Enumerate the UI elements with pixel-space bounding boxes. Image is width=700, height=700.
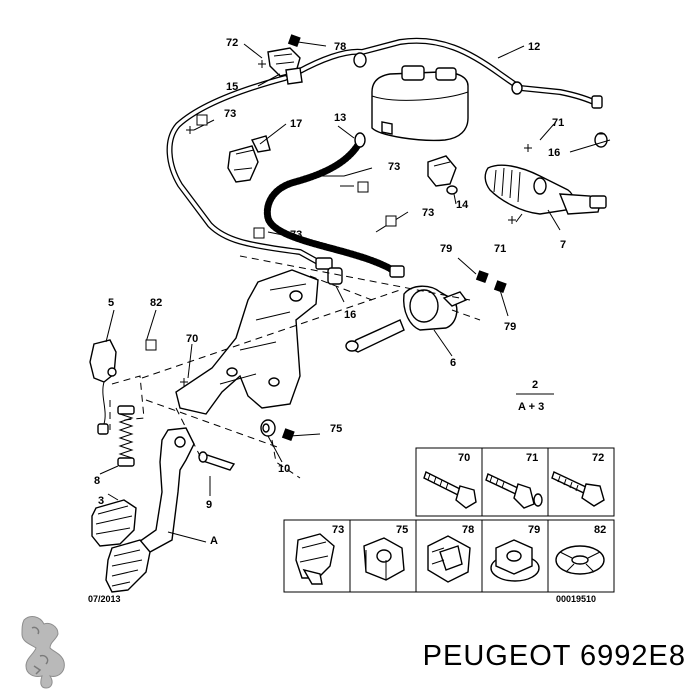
label-72: 72 xyxy=(226,37,238,49)
legend-label-75: 75 xyxy=(396,524,408,536)
label-82: 82 xyxy=(150,297,162,309)
legend-label-73: 73 xyxy=(332,524,344,536)
reinforced-hose-13 xyxy=(263,132,405,278)
label-73-c: 73 xyxy=(422,207,434,219)
marker-crosses xyxy=(180,60,532,386)
label-71-b: 71 xyxy=(494,243,506,255)
label-16-a: 16 xyxy=(548,147,560,159)
legend-label-71: 71 xyxy=(526,452,538,464)
assembly-dashed-lines xyxy=(109,255,481,479)
bush-10 xyxy=(260,419,276,437)
legend-row-1: 70 71 72 xyxy=(415,447,615,517)
flange-nut-79-icon xyxy=(490,539,540,582)
assembly-label-A-plus-3: A + 3 xyxy=(518,401,544,413)
label-13: 13 xyxy=(334,112,346,124)
nut-75-icon xyxy=(363,537,405,581)
label-79-b: 79 xyxy=(504,321,516,333)
date-code: 07/2013 xyxy=(88,594,121,604)
label-15: 15 xyxy=(226,81,238,93)
pin-9 xyxy=(198,451,236,471)
legend-label-70: 70 xyxy=(458,452,470,464)
reference-code: 00019510 xyxy=(556,594,596,604)
label-73-b: 73 xyxy=(388,161,400,173)
bolt-70-icon xyxy=(423,471,477,509)
hose-clip-17 xyxy=(227,135,271,183)
assembly-label-2: 2 xyxy=(532,379,538,391)
label-10: 10 xyxy=(278,463,290,475)
legend-label-72: 72 xyxy=(592,452,604,464)
screw-72-icon xyxy=(551,471,605,507)
label-71-a: 71 xyxy=(552,117,564,129)
marker-squares xyxy=(145,34,507,442)
fitting-16-top xyxy=(594,132,608,148)
clip-78-icon xyxy=(427,535,471,583)
return-spring-8 xyxy=(117,405,135,467)
label-79-a: 79 xyxy=(440,243,452,255)
legend-row-2: 73 75 78 79 82 xyxy=(283,519,615,593)
label-3: 3 xyxy=(98,495,104,507)
peugeot-lion-logo xyxy=(10,612,74,692)
bolt-71-icon xyxy=(485,473,543,509)
label-9: 9 xyxy=(206,499,212,511)
clip-73-icon xyxy=(295,533,335,585)
label-70: 70 xyxy=(186,333,198,345)
label-75: 75 xyxy=(330,423,342,435)
label-73-a: 73 xyxy=(224,108,236,120)
slave-cylinder-7 xyxy=(484,164,607,215)
brand-part-number: PEUGEOT 6992E8 xyxy=(422,640,686,672)
clutch-pipe-12 xyxy=(295,37,603,109)
clutch-pipe-lower xyxy=(166,75,333,270)
label-7: 7 xyxy=(560,239,566,251)
label-17: 17 xyxy=(290,118,302,130)
fitting-16-lower xyxy=(327,267,343,285)
label-16-b: 16 xyxy=(344,309,356,321)
label-6: 6 xyxy=(450,357,456,369)
label-5: 5 xyxy=(108,297,114,309)
clip-14 xyxy=(427,155,458,195)
master-cylinder-6 xyxy=(345,285,468,353)
fluid-reservoir xyxy=(371,65,469,142)
label-A: A xyxy=(210,535,218,547)
legend-label-79: 79 xyxy=(528,524,540,536)
label-78: 78 xyxy=(334,41,346,53)
pipe-clip-72-78 xyxy=(267,47,303,85)
label-8: 8 xyxy=(94,475,100,487)
clip-82-icon xyxy=(555,545,605,575)
label-14: 14 xyxy=(456,199,469,211)
label-12: 12 xyxy=(528,41,540,53)
clutch-pedal-A xyxy=(105,427,195,593)
legend-label-78: 78 xyxy=(462,524,474,536)
pedal-switch-5 xyxy=(89,339,117,435)
label-73-d: 73 xyxy=(290,229,302,241)
pedal-pad-3 xyxy=(91,499,137,547)
legend-label-82: 82 xyxy=(594,524,606,536)
